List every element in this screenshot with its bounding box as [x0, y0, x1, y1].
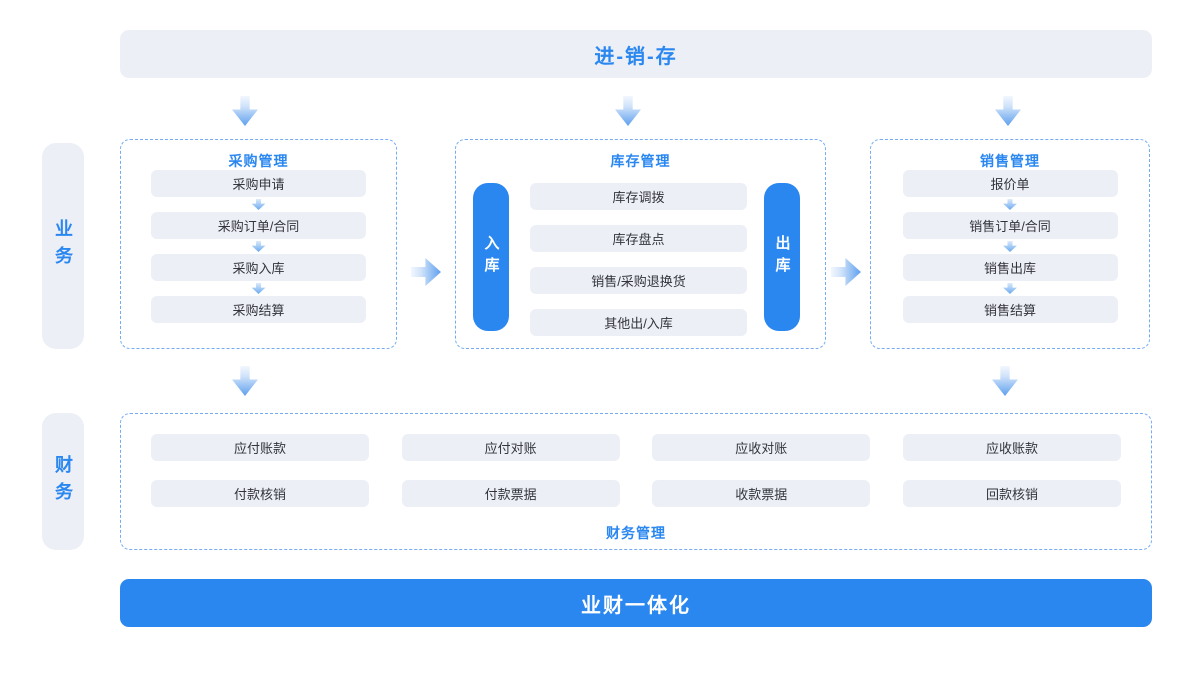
inventory-title: 库存管理 — [610, 153, 671, 169]
sales-title: 销售管理 — [980, 153, 1040, 169]
finance-row-2: 付款核销 付款票据 收款票据 回款核销 — [121, 480, 1151, 507]
sales-step-order: 销售订单/合同 — [902, 212, 1118, 239]
procurement-step-request: 采购申请 — [151, 170, 366, 197]
down-arrow-icon — [232, 366, 258, 396]
down-arrow-icon — [251, 241, 266, 252]
finance-title: 财务管理 — [606, 525, 666, 541]
procurement-step-order: 采购订单/合同 — [151, 212, 366, 239]
sales-step-quotation: 报价单 — [902, 170, 1118, 197]
outbound-pill-label: 出库 — [773, 235, 791, 279]
down-arrow-icon — [1003, 199, 1017, 210]
top-banner: 进-销-存 — [120, 30, 1152, 78]
bottom-banner-label: 业财一体化 — [581, 594, 691, 617]
finance-cell-payment-writeoff: 付款核销 — [151, 480, 369, 507]
finance-cell-payment-bills: 付款票据 — [401, 480, 620, 507]
down-arrow-icon — [615, 96, 641, 126]
side-label-finance: 财务 — [42, 413, 84, 550]
down-arrow-icon — [1003, 283, 1017, 294]
down-arrow-icon — [251, 199, 266, 210]
outbound-pill: 出库 — [764, 183, 800, 331]
bottom-banner: 业财一体化 — [120, 579, 1152, 627]
down-arrow-icon — [251, 283, 266, 294]
inbound-pill-label: 入库 — [482, 235, 500, 279]
finance-cell-payable-accounts: 应付账款 — [151, 434, 369, 461]
down-arrow-icon — [992, 366, 1018, 396]
sales-box: 销售管理 报价单 销售订单/合同 销售出库 销售结算 — [870, 139, 1150, 349]
right-arrow-icon — [411, 258, 441, 286]
top-banner-label: 进-销-存 — [594, 45, 678, 68]
finance-cell-receipt-bills: 收款票据 — [652, 480, 871, 507]
side-label-finance-text: 财务 — [53, 454, 73, 509]
procurement-step-settlement: 采购结算 — [151, 296, 366, 323]
finance-cell-receivable-reconciliation: 应收对账 — [652, 434, 871, 461]
side-label-business: 业务 — [42, 143, 84, 349]
inventory-step-stocktake: 库存盘点 — [530, 225, 747, 252]
inventory-step-returns: 销售/采购退换货 — [530, 267, 747, 294]
inventory-step-other: 其他出/入库 — [530, 309, 747, 336]
procurement-step-inbound: 采购入库 — [151, 254, 366, 281]
finance-cell-collection-writeoff: 回款核销 — [902, 480, 1121, 507]
sales-step-settlement: 销售结算 — [902, 296, 1118, 323]
down-arrow-icon — [1003, 241, 1017, 252]
right-arrow-icon — [831, 258, 861, 286]
finance-cell-payable-reconciliation: 应付对账 — [401, 434, 620, 461]
procurement-title: 采购管理 — [228, 153, 289, 169]
inventory-step-transfer: 库存调拨 — [530, 183, 747, 210]
sales-step-outbound: 销售出库 — [902, 254, 1118, 281]
side-label-business-text: 业务 — [53, 219, 73, 273]
finance-row-1: 应付账款 应付对账 应收对账 应收账款 — [121, 434, 1151, 461]
procurement-box: 采购管理 采购申请 采购订单/合同 采购入库 采购结算 — [120, 139, 397, 349]
inventory-steps: 库存调拨 库存盘点 销售/采购退换货 其他出/入库 — [530, 183, 747, 336]
finance-cell-receivable-accounts: 应收账款 — [902, 434, 1121, 461]
inventory-box: 库存管理 入库 库存调拨 库存盘点 销售/采购退换货 其他出/入库 出库 — [455, 139, 826, 349]
down-arrow-icon — [232, 96, 258, 126]
finance-box: 应付账款 应付对账 应收对账 应收账款 付款核销 付款票据 收款票据 回款核销 … — [120, 413, 1152, 550]
down-arrow-icon — [995, 96, 1021, 126]
inbound-pill: 入库 — [473, 183, 509, 331]
